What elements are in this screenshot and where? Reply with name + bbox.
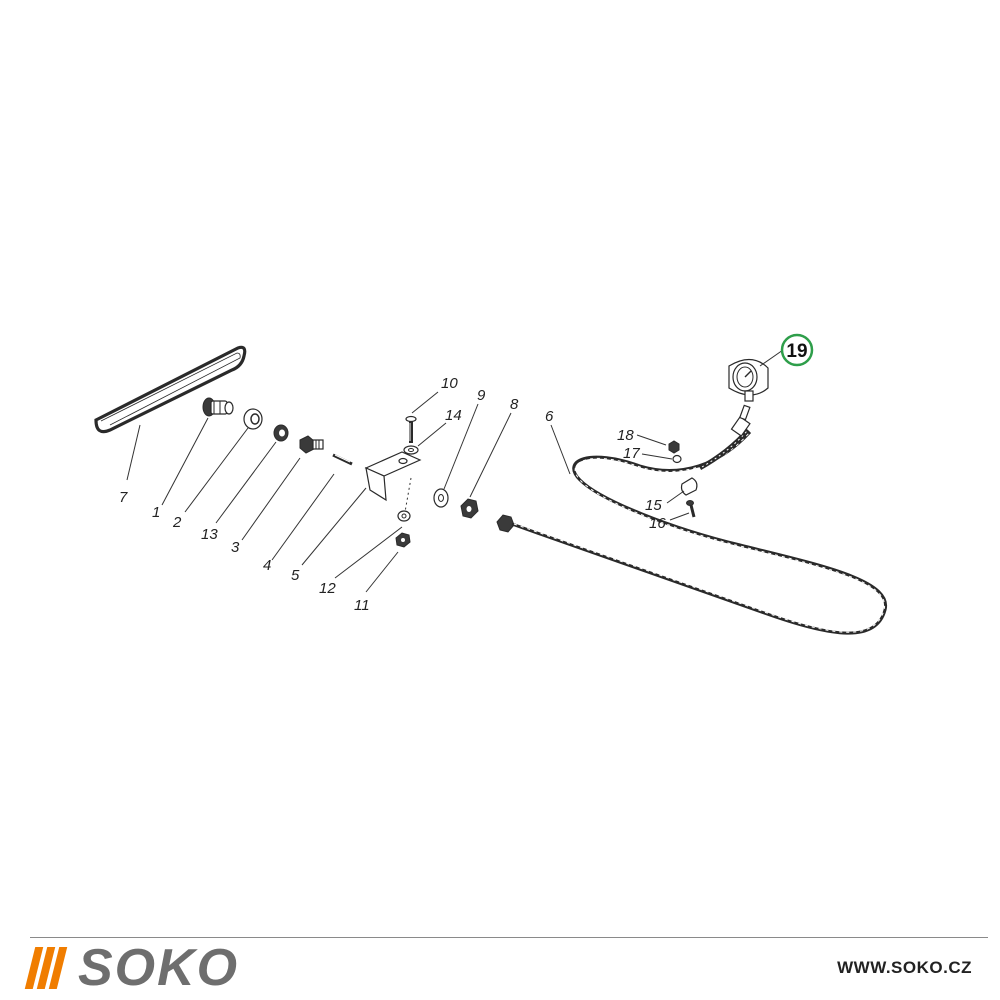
callout-2: 2 [172,514,182,531]
callout-11: 11 [354,597,370,614]
callout-10: 10 [441,375,458,392]
callout-15: 15 [645,497,662,514]
brand-logo: SOKO [24,939,240,997]
callout-8: 8 [510,396,519,413]
nut-part-8 [460,498,479,519]
washer-part-9 [433,488,449,508]
nut-part-11 [395,532,411,548]
callout-4: 4 [263,557,271,574]
callout-9: 9 [477,387,486,404]
nut-part-18 [668,440,680,454]
washer-part-17 [672,454,682,464]
callout-12: 12 [319,580,336,597]
callout-14: 14 [445,407,462,424]
callout-17: 17 [623,445,640,462]
belt-part-7 [94,345,247,434]
bolt-part-10 [405,415,417,443]
highlighted-callout-19: 19 [780,333,814,367]
clip-part-15 [680,477,698,496]
callout-6: 6 [545,408,554,425]
adapter-part-3 [299,435,324,454]
brand-name: SOKO [78,939,240,997]
callout-5: 5 [291,567,300,584]
website-link[interactable]: WWW.SOKO.CZ [837,958,972,977]
bracket-part-5 [364,451,422,502]
seal-part-13 [273,424,289,442]
callout-7: 7 [119,489,128,506]
fitting-part-1 [202,397,234,417]
leader-lines [126,349,784,593]
gauge-part-19 [728,358,769,402]
callout-16: 16 [649,515,666,532]
callout-3: 3 [231,539,240,556]
callout-13: 13 [201,526,218,543]
pin-part-4 [332,453,353,466]
callout-18: 18 [617,427,634,444]
screw-part-16 [686,500,696,518]
highlight-ring [780,333,814,367]
bushing-part-2 [243,408,263,430]
logo-stripes-icon [24,947,68,989]
callout-19: 19 [786,341,807,362]
callout-1: 1 [152,504,160,521]
washer-part-12 [397,510,411,522]
cable-part-6 [496,404,887,635]
washer-part-14 [403,445,419,455]
footer-divider [30,937,988,938]
